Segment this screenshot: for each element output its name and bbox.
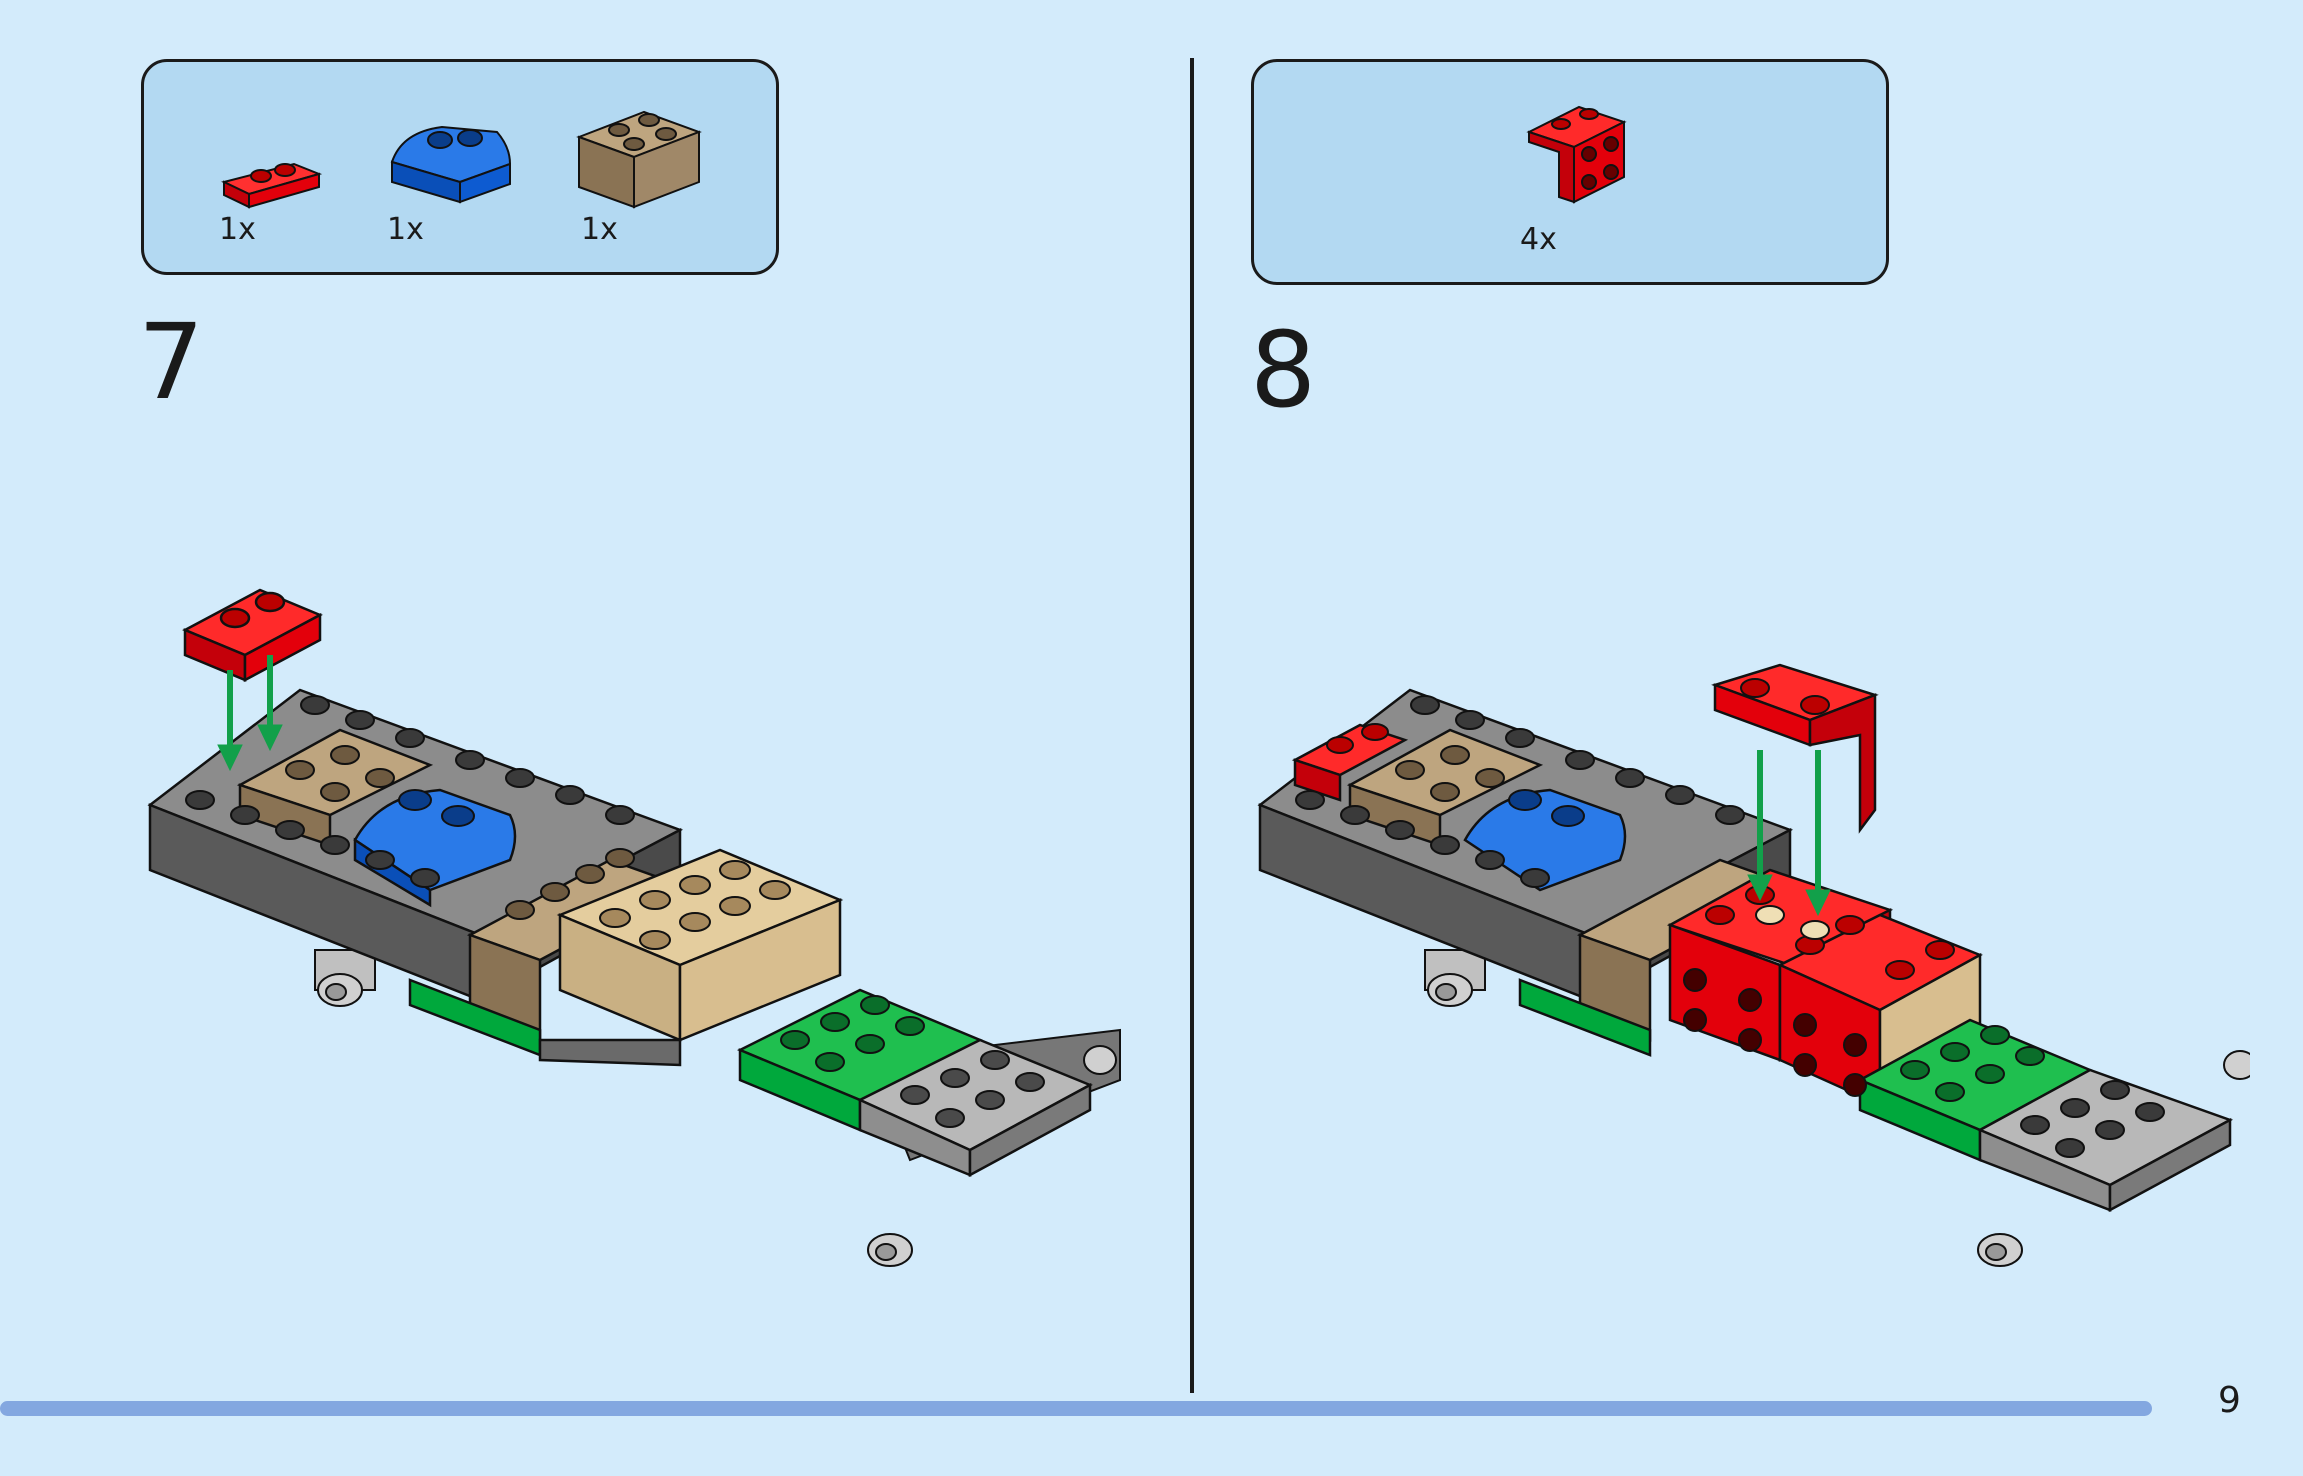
red-1x2-plate-icon: [221, 162, 323, 209]
step-number-8: 8: [1250, 309, 1317, 431]
step-8-model-illustration: [1257, 663, 2250, 1267]
step-7-model-illustration: [147, 588, 1121, 1267]
part-qty: 4x: [1520, 222, 1557, 257]
red-bracket-icon: [1526, 105, 1627, 204]
parts-panel-step-8: 4x: [1251, 59, 1889, 285]
step-number-7: 7: [138, 301, 205, 423]
progress-bar: [0, 1401, 2152, 1416]
blue-curved-brick-icon: [390, 125, 512, 204]
part-qty: 1x: [219, 212, 256, 247]
parts-panel-step-7: 1x 1x 1x: [141, 59, 779, 275]
part-qty: 1x: [387, 212, 424, 247]
part-qty: 1x: [581, 212, 618, 247]
page-number: 9: [2218, 1380, 2241, 1421]
tan-2x2-brick-icon: [576, 110, 702, 209]
column-divider: [1190, 58, 1194, 1393]
